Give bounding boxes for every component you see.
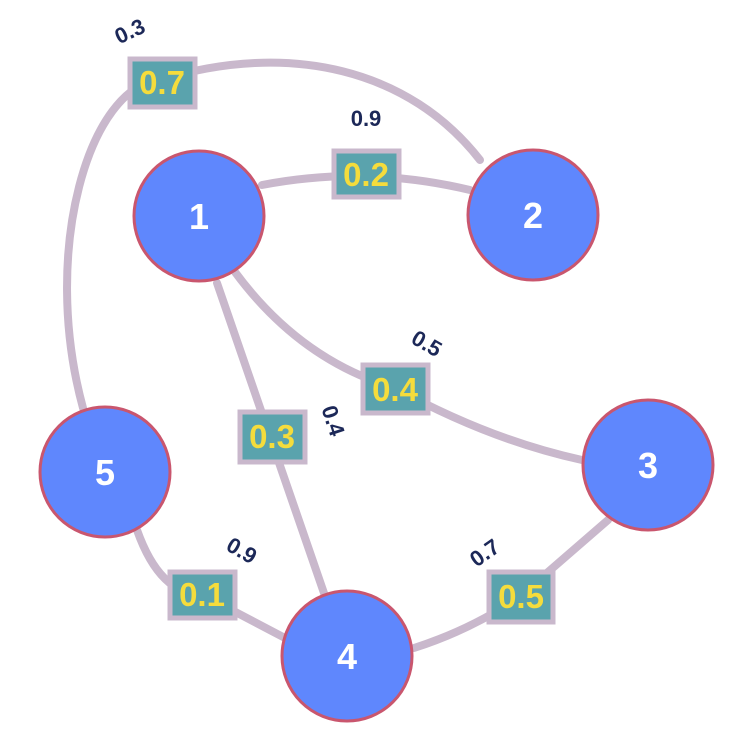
weight-4-3: 0.5 xyxy=(498,578,544,615)
node-label-1: 1 xyxy=(189,196,209,237)
node-label-2: 2 xyxy=(523,195,543,236)
edge-5-2 xyxy=(63,58,484,412)
node-label-4: 4 xyxy=(337,636,357,677)
weight-box-1-4: 0.3 xyxy=(237,409,308,465)
edge-label-1-2: 0.9 xyxy=(351,106,382,131)
edge-label-5-2: 0.3 xyxy=(111,13,149,49)
edge-label-5-4: 0.9 xyxy=(222,532,261,569)
node-2: 2 xyxy=(466,148,600,282)
weight-box-5-2: 0.7 xyxy=(127,56,198,110)
weight-1-3: 0.4 xyxy=(372,371,419,408)
weight-box-4-3: 0.5 xyxy=(486,569,556,625)
edge-label-1-3: 0.5 xyxy=(407,325,446,362)
node-label-3: 3 xyxy=(638,445,658,486)
weight-5-4: 0.1 xyxy=(179,576,225,613)
node-1: 1 xyxy=(132,149,266,283)
weight-box-5-4: 0.1 xyxy=(167,569,238,621)
edge-label-4-3: 0.7 xyxy=(465,534,504,572)
weight-5-2: 0.7 xyxy=(139,64,185,101)
node-label-5: 5 xyxy=(95,452,115,493)
node-4: 4 xyxy=(280,589,414,723)
weight-box-1-3: 0.4 xyxy=(360,362,431,416)
weight-1-4: 0.3 xyxy=(249,418,295,455)
weight-1-2: 0.2 xyxy=(343,156,389,193)
weight-box-1-2: 0.2 xyxy=(331,148,402,200)
node-5: 5 xyxy=(38,405,172,539)
edge-label-1-4: 0.4 xyxy=(317,402,350,440)
node-3: 3 xyxy=(581,398,715,532)
